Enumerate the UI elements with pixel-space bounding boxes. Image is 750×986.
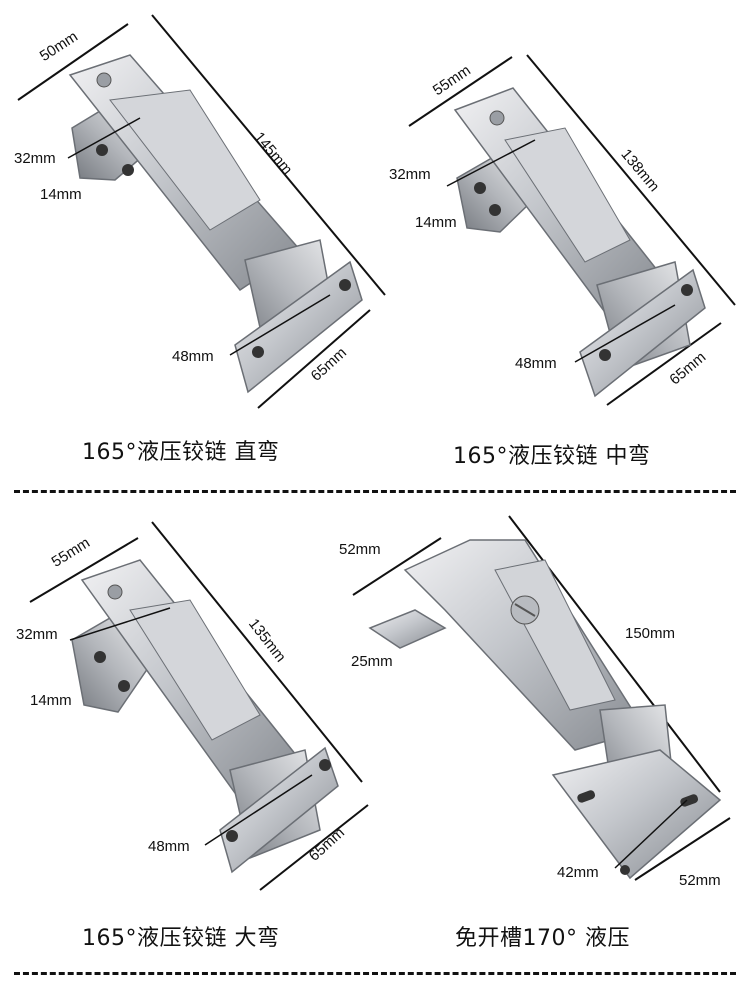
panel-half-overlay: 55mm 138mm 32mm 14mm 48mm 65mm 165°液压铰链 … (375, 0, 750, 480)
hinge-image-170 (352, 515, 731, 881)
dim-tab-depth: 25mm (351, 653, 393, 670)
dim-hole-spacing: 32mm (389, 166, 431, 183)
caption-170-no-groove: 免开槽170° 液压 (455, 926, 630, 951)
hinge-image-inset (29, 521, 369, 891)
section-divider-bottom (14, 972, 736, 975)
dim-length: 150mm (625, 625, 676, 642)
caption-half-overlay: 165°液压铰链 中弯 (453, 444, 651, 469)
panel-straight-arm: 50mm 145mm 32mm 14mm 48mm 65mm 165°液压铰链 … (0, 0, 386, 480)
dim-plate-hole: 48mm (172, 348, 214, 365)
dim-plate-hole: 48mm (148, 838, 190, 855)
caption-straight-arm: 165°液压铰链 直弯 (82, 440, 280, 465)
dim-hole-offset: 14mm (30, 692, 72, 709)
dim-hole-offset: 14mm (415, 214, 457, 231)
hinge-image-half-overlay (408, 54, 736, 406)
dim-hole-spacing: 32mm (14, 150, 56, 167)
dim-plate-hole: 48mm (515, 355, 557, 372)
dim-plate-hole: 42mm (557, 864, 599, 881)
dim-hole-offset: 14mm (40, 186, 82, 203)
panel-inset: 55mm 135mm 32mm 14mm 48mm 65mm 165°液压铰链 … (0, 500, 375, 986)
dim-top-width: 52mm (339, 541, 381, 558)
dim-hole-spacing: 32mm (16, 626, 58, 643)
dim-plate-width: 52mm (679, 872, 721, 889)
panel-170-no-groove: 52mm 150mm 25mm 42mm 52mm 免开槽170° 液压 (339, 500, 750, 986)
hinge-image-straight-arm (17, 14, 386, 409)
section-divider-top (14, 490, 736, 493)
caption-inset: 165°液压铰链 大弯 (82, 926, 280, 951)
